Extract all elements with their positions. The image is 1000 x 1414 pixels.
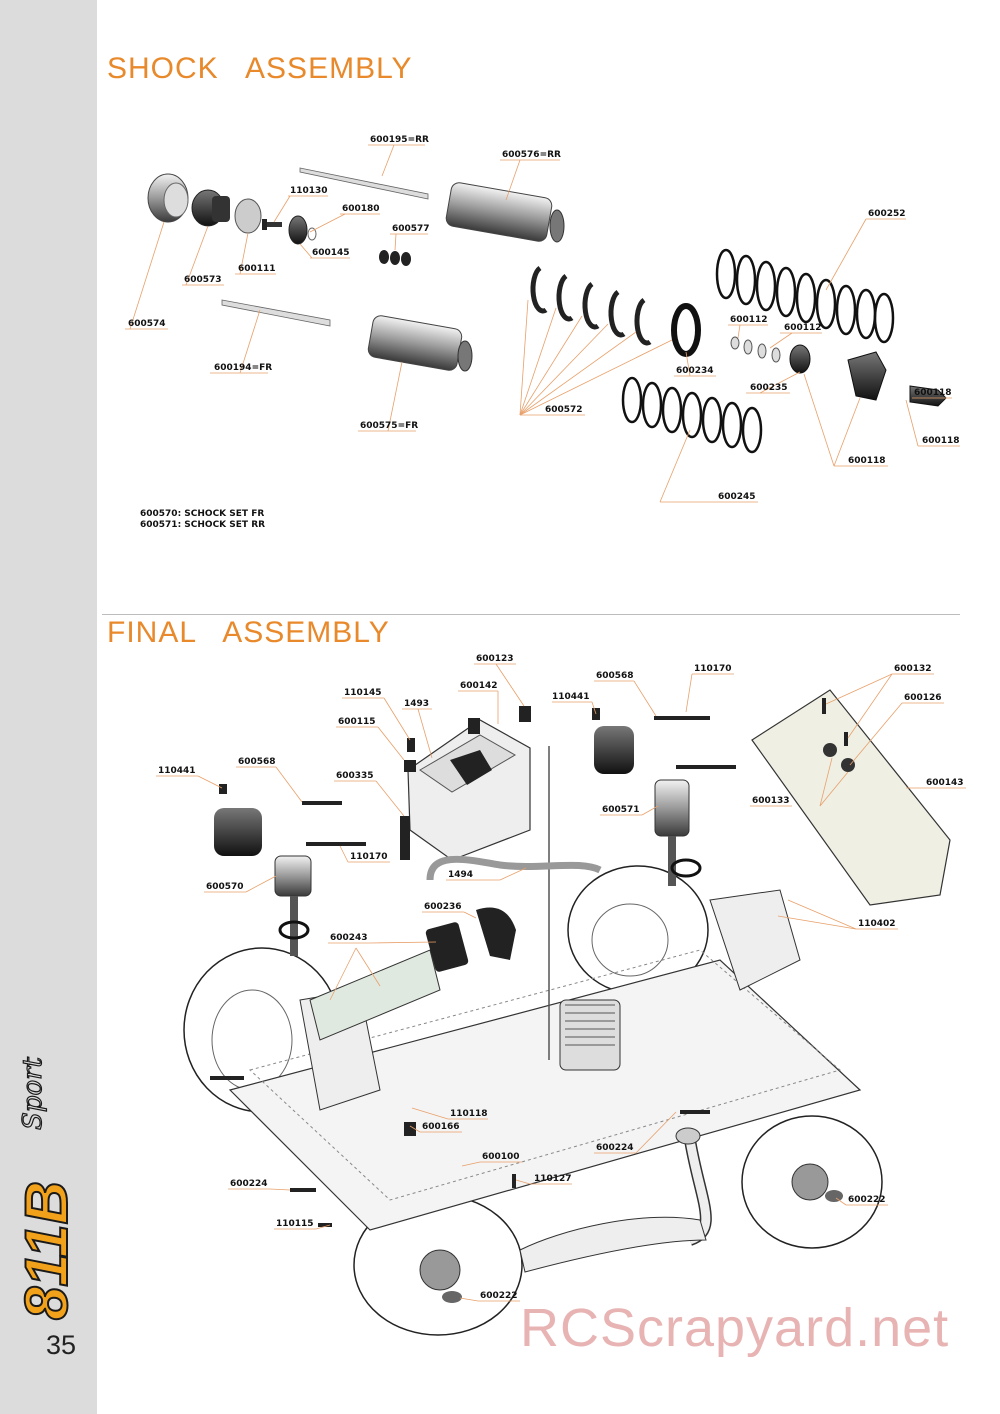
label-110115: 110115 xyxy=(276,1219,314,1229)
label-600574: 600574 xyxy=(128,319,166,329)
label-600224-front: 600224 xyxy=(230,1179,268,1189)
label-600575-fr: 600575=FR xyxy=(360,421,418,431)
label-600571: 600571 xyxy=(602,805,640,815)
label-600234: 600234 xyxy=(676,366,714,376)
section-divider xyxy=(102,614,960,615)
small-hardware xyxy=(210,698,848,1227)
watermark: RCScrapyard.net xyxy=(520,1298,950,1358)
svg-text:811B: 811B xyxy=(14,1181,80,1320)
label-600100: 600100 xyxy=(482,1152,520,1162)
label-600142: 600142 xyxy=(460,681,498,691)
final-parts xyxy=(183,689,951,1336)
exhaust-system xyxy=(519,1127,712,1273)
shock-body-rr-part xyxy=(445,182,565,243)
shock-rod-end-part xyxy=(847,351,947,407)
label-600112-b: 600112 xyxy=(784,323,822,333)
label-600236: 600236 xyxy=(424,902,462,912)
shock-screw-part xyxy=(262,219,282,230)
label-110441-rear: 110441 xyxy=(552,692,590,702)
label-600252: 600252 xyxy=(868,209,906,219)
air-filter xyxy=(309,907,516,1041)
receiver-box xyxy=(407,719,531,861)
shock-lower-bushing-part xyxy=(789,344,811,374)
label-600572: 600572 xyxy=(545,405,583,415)
shock-top-part xyxy=(191,189,230,227)
final-part-labels: 600123 600142 110145 1493 600115 110441 … xyxy=(158,654,964,1301)
label-110170-front: 110170 xyxy=(350,852,388,862)
svg-text:Sport: Sport xyxy=(18,1056,48,1130)
label-110118: 110118 xyxy=(450,1109,488,1119)
shock-piston-ring-part xyxy=(307,227,317,241)
label-600180: 600180 xyxy=(342,204,380,214)
page-sidebar xyxy=(0,0,97,1414)
label-110170-rear: 110170 xyxy=(694,664,732,674)
shock-spring-fr-part xyxy=(621,376,763,454)
label-600195-rr: 600195=RR xyxy=(370,135,429,145)
shock-oring-set-part xyxy=(379,250,411,266)
rear-right-wheel xyxy=(741,1115,883,1249)
label-110127: 110127 xyxy=(534,1174,572,1184)
shock-body-fr-part xyxy=(367,315,473,372)
label-600568-rear: 600568 xyxy=(596,671,634,681)
shock-set-notes: 600570: SCHOCK SET FR 600571: SCHOCK SET… xyxy=(140,509,265,531)
label-600243: 600243 xyxy=(330,933,368,943)
label-600118-c: 600118 xyxy=(848,456,886,466)
label-600118-b: 600118 xyxy=(922,436,960,446)
label-600573: 600573 xyxy=(184,275,222,285)
label-600166: 600166 xyxy=(422,1122,460,1132)
label-600145: 600145 xyxy=(312,248,350,258)
label-600132: 600132 xyxy=(894,664,932,674)
final-assembly-title: FINAL ASSEMBLY xyxy=(107,616,390,649)
shock-set-note-fr: 600570: SCHOCK SET FR xyxy=(140,509,265,519)
label-110441-front: 110441 xyxy=(158,766,196,776)
shock-set-note-rr: 600571: SCHOCK SET RR xyxy=(140,520,266,530)
rear-shock-assembly xyxy=(594,726,702,886)
shock-spring-collar-part xyxy=(671,303,701,357)
shock-part-labels: 600195=RR 600576=RR 110130 600180 600577… xyxy=(128,135,960,502)
label-600115: 600115 xyxy=(338,717,376,727)
label-110130: 110130 xyxy=(290,186,328,196)
label-600112-a: 600112 xyxy=(730,315,768,325)
label-600111: 600111 xyxy=(238,264,276,274)
rear-left-wheel xyxy=(353,1194,523,1336)
page-number: 35 xyxy=(46,1330,77,1360)
label-600245: 600245 xyxy=(718,492,756,502)
label-600222-left: 600222 xyxy=(480,1291,518,1301)
label-600224-rear: 600224 xyxy=(596,1143,634,1153)
shock-shaft-fr-part xyxy=(221,299,331,327)
front-shock-assembly xyxy=(214,808,312,956)
label-600577: 600577 xyxy=(392,224,430,234)
label-600576-rr: 600576=RR xyxy=(502,150,561,160)
rear-wing xyxy=(751,689,951,906)
label-600194-fr: 600194=FR xyxy=(214,363,272,373)
label-600335: 600335 xyxy=(336,771,374,781)
label-110402: 110402 xyxy=(858,919,896,929)
fuel-line xyxy=(426,855,602,881)
label-1494: 1494 xyxy=(448,870,473,880)
label-600570: 600570 xyxy=(206,882,244,892)
shock-parts xyxy=(147,167,947,454)
shock-spacer-clips-part xyxy=(530,265,652,346)
shock-leader-lines xyxy=(125,144,960,503)
shock-cap-part xyxy=(147,173,189,223)
shock-shaft-rr-part xyxy=(299,167,429,200)
label-600133: 600133 xyxy=(752,796,790,806)
label-600126: 600126 xyxy=(904,693,942,703)
label-600118-a: 600118 xyxy=(914,388,952,398)
label-600222-right: 600222 xyxy=(848,1195,886,1205)
label-110145: 110145 xyxy=(344,688,382,698)
label-600143: 600143 xyxy=(926,778,964,788)
shock-piston-part xyxy=(288,215,308,245)
label-600123: 600123 xyxy=(476,654,514,664)
label-600235: 600235 xyxy=(750,383,788,393)
shock-washers-part xyxy=(730,336,781,363)
shock-spring-rr-part xyxy=(715,248,895,344)
shock-bladder-part xyxy=(234,198,262,234)
brand-logo: 811B Sport xyxy=(14,1056,81,1321)
final-leader-lines xyxy=(156,663,966,1302)
label-600568-front: 600568 xyxy=(238,757,276,767)
shock-assembly-title: SHOCK ASSEMBLY xyxy=(107,52,413,85)
label-1493: 1493 xyxy=(404,699,429,709)
